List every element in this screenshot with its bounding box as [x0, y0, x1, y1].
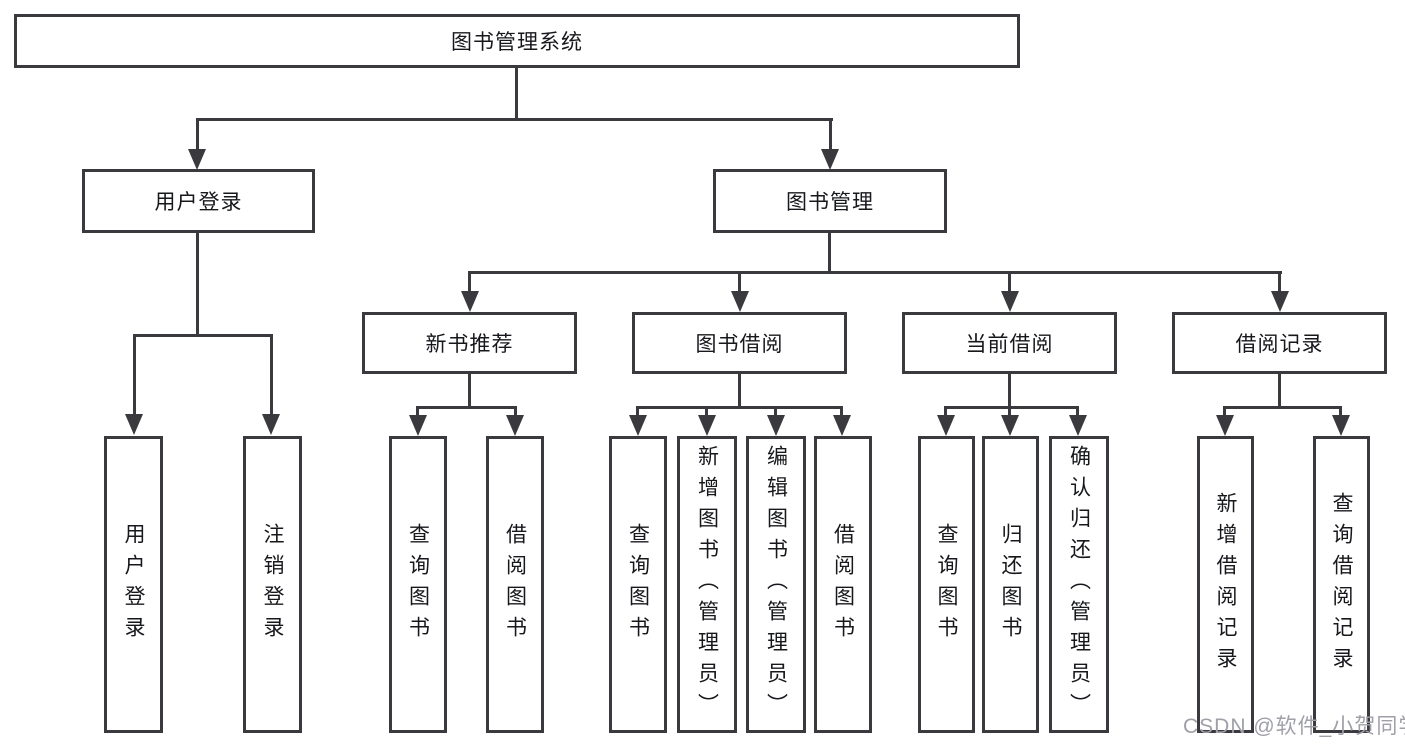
leaf-borrow-books: 借阅图书 [814, 436, 872, 733]
node-new-book-recommend: 新书推荐 [362, 312, 577, 374]
arrow-down-icon [409, 415, 427, 436]
connector-borrow-records-stem [1278, 374, 1281, 408]
connector-to-leaf-logout [270, 334, 273, 415]
node-borrow-records: 借阅记录 [1172, 312, 1387, 374]
connector-book-management-bar [468, 271, 1282, 274]
leaf-query-books-borrow: 查询图书 [609, 436, 667, 733]
connector-user-login-stem [196, 233, 199, 337]
connector-leaf-stub [1076, 406, 1079, 417]
leaf-query-borrow-record: 查询借阅记录 [1313, 436, 1370, 733]
leaf-query-books-recommend: 查询图书 [389, 436, 447, 733]
connector-to-leaf-user-login [133, 334, 136, 415]
arrow-down-icon [821, 149, 839, 170]
arrow-down-icon [1271, 291, 1289, 312]
arrow-down-icon [629, 415, 647, 436]
arrow-down-icon [1001, 291, 1019, 312]
leaf-borrow-books-recommend: 借阅图书 [486, 436, 544, 733]
connector-leaf-stub [636, 406, 639, 417]
arrow-down-icon [506, 415, 524, 436]
connector-user-login-bar [133, 334, 273, 337]
node-book-borrow: 图书借阅 [632, 312, 847, 374]
arrow-down-icon [188, 149, 206, 170]
connector-leaf-stub [774, 406, 777, 417]
node-current-borrow: 当前借阅 [902, 312, 1117, 374]
connector-leaf-stub [705, 406, 708, 417]
leaf-query-books-current: 查询图书 [918, 436, 975, 733]
arrow-down-icon [698, 415, 716, 436]
connector-current-borrow-stem [1008, 374, 1011, 408]
connector-leaf-stub [1008, 406, 1011, 417]
arrow-down-icon [1332, 415, 1350, 436]
arrow-down-icon [461, 291, 479, 312]
connector-to-current-borrow [1008, 271, 1011, 294]
arrow-down-icon [833, 415, 851, 436]
node-library-management-system: 图书管理系统 [14, 14, 1020, 68]
node-user-login: 用户登录 [82, 169, 315, 233]
connector-current-borrow-bar [944, 406, 1079, 409]
connector-to-new-book-recommend [468, 271, 471, 294]
connector-root-stem [515, 68, 518, 120]
connector-new-book-recommend-bar [416, 406, 517, 409]
connector-to-book-management [829, 118, 832, 151]
leaf-edit-book-admin: 编辑图书（管理员） [746, 436, 806, 733]
connector-leaf-stub [416, 406, 419, 417]
connector-leaf-stub [944, 406, 947, 417]
leaf-user-login: 用户登录 [104, 436, 163, 733]
connector-to-borrow-records [1278, 271, 1281, 294]
connector-to-book-borrow [738, 271, 741, 294]
arrow-down-icon [262, 414, 280, 435]
connector-leaf-stub [1339, 406, 1342, 417]
arrow-down-icon [125, 414, 143, 435]
connector-root-bar [196, 118, 833, 121]
csdn-watermark: CSDN @软件_小贺同学 [1183, 715, 1405, 738]
connector-leaf-stub [840, 406, 843, 417]
arrow-down-icon [1001, 415, 1019, 436]
connector-book-management-stem [828, 233, 831, 274]
leaf-logout: 注销登录 [243, 436, 302, 733]
connector-book-borrow-bar [636, 406, 843, 409]
connector-borrow-records-bar [1223, 406, 1342, 409]
connector-leaf-stub [1223, 406, 1226, 417]
arrow-down-icon [1069, 415, 1087, 436]
node-book-management: 图书管理 [713, 169, 947, 233]
connector-book-borrow-stem [738, 374, 741, 408]
connector-new-book-recommend-stem [468, 374, 471, 408]
arrow-down-icon [767, 415, 785, 436]
arrow-down-icon [1216, 415, 1234, 436]
leaf-return-book: 归还图书 [982, 436, 1039, 733]
leaf-add-book-admin: 新增图书（管理员） [677, 436, 737, 733]
connector-leaf-stub [514, 406, 517, 417]
arrow-down-icon [731, 291, 749, 312]
leaf-add-borrow-record: 新增借阅记录 [1197, 436, 1254, 733]
connector-to-user-login [196, 118, 199, 151]
arrow-down-icon [937, 415, 955, 436]
leaf-confirm-return-admin: 确认归还（管理员） [1049, 436, 1109, 733]
